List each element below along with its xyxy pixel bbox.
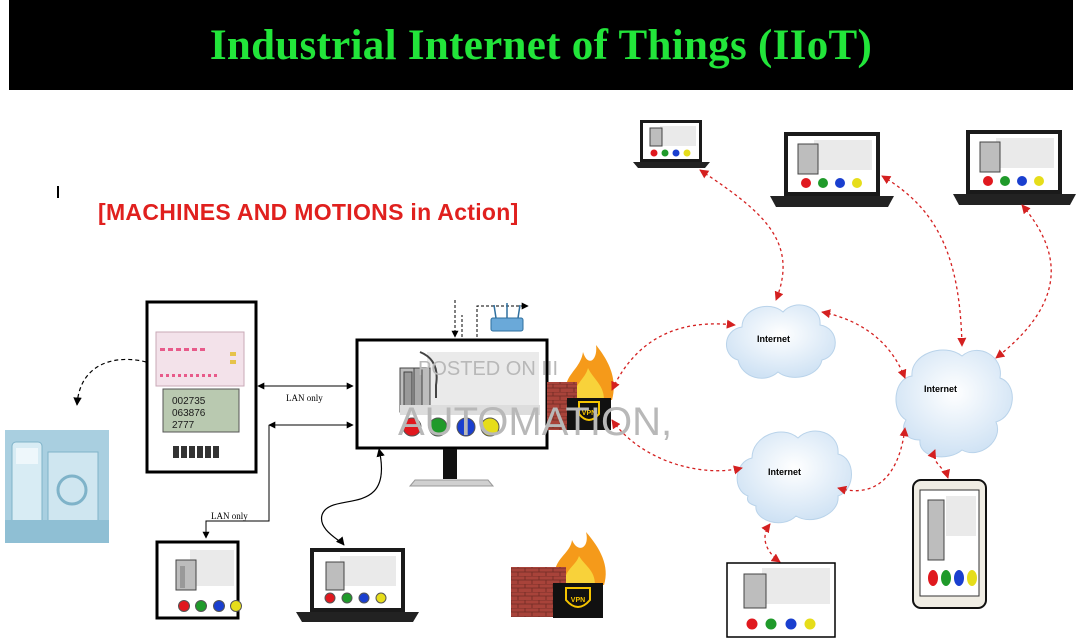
lan-only-label-2: LAN only	[211, 511, 248, 521]
central-monitor	[355, 338, 549, 487]
hmi-readout-1: 002735	[172, 396, 206, 407]
cloud-icon-1	[726, 304, 836, 379]
link-laptop2-cloud2	[881, 175, 967, 347]
vpn-label-2: VPN	[571, 597, 585, 604]
laptop-icon-top-2	[770, 132, 894, 207]
diagram-subtitle: [MACHINES AND MOTIONS in Action]	[98, 199, 519, 225]
link-firewall-cloud3	[611, 419, 743, 475]
hmi-readout-2: 063876	[172, 408, 206, 419]
link-firewall-cloud1	[611, 319, 736, 391]
hmi-screen-small	[155, 540, 242, 620]
stop-button-icon	[402, 417, 422, 437]
plc-to-machine-link	[73, 358, 147, 406]
firewall-icon: VPN	[547, 345, 614, 430]
yellow-button-icon	[480, 417, 500, 437]
link-laptop1-cloud1	[699, 169, 784, 301]
watermark-line-1: POSTED ON III	[418, 358, 559, 380]
link-cloud3-cloud2	[837, 427, 909, 495]
title-bar: Industrial Internet of Things (IIoT)	[9, 0, 1073, 90]
laptop-icon-top-1	[633, 120, 710, 168]
laptop-icon-top-3	[953, 130, 1076, 205]
vpn-label-1: VPN	[582, 410, 596, 417]
cloud-label-1: Internet	[757, 334, 791, 344]
page-title: Industrial Internet of Things (IIoT)	[209, 21, 873, 69]
monitor-laptop-link	[321, 448, 385, 546]
link-cloud3-hmi	[761, 523, 781, 563]
hmi-readout-3: 2777	[172, 420, 195, 431]
lan-only-label-1: LAN only	[286, 393, 323, 403]
link-cloud1-cloud2	[821, 309, 907, 379]
laptop-icon-bottom	[296, 548, 419, 622]
start-button-icon	[428, 417, 448, 437]
link-cloud2-phone	[927, 449, 950, 479]
lan-link-to-hmi	[202, 425, 270, 539]
cloud-icon-2	[895, 349, 1013, 458]
smartphone-icon	[912, 479, 987, 609]
link-laptop3-cloud2	[995, 204, 1052, 359]
cloud-label-2: Internet	[924, 384, 958, 394]
firewall-icon-2: VPN	[511, 532, 606, 618]
blue-button-icon	[456, 417, 476, 437]
machine-photo	[5, 430, 109, 543]
plc-panel: 002735 063876 2777	[145, 300, 258, 474]
text-cursor-mark	[57, 186, 59, 198]
hmi-screen-remote	[726, 562, 836, 638]
wifi-router-icon	[490, 303, 524, 332]
cloud-label-3: Internet	[768, 467, 802, 477]
watermark-line-2: AUTOMATION,	[398, 400, 673, 444]
